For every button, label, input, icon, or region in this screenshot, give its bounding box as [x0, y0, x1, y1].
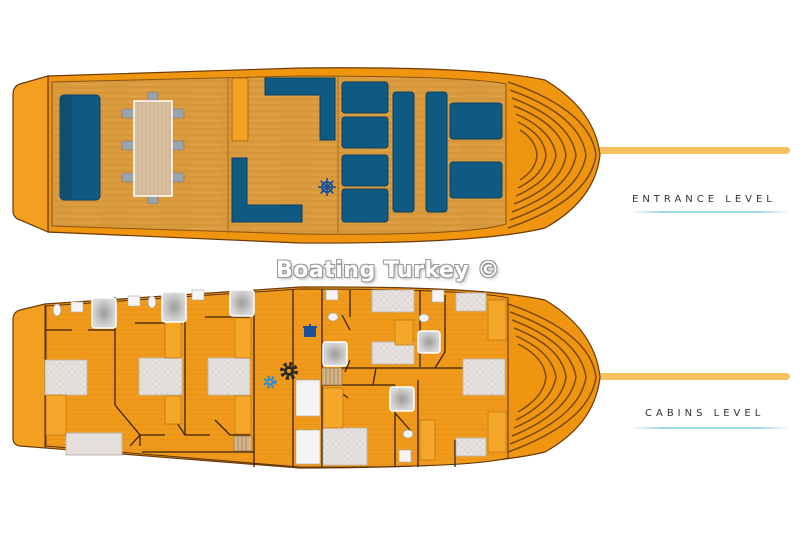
cabins-level-boat: [12, 286, 790, 469]
entrance-level-underline: [630, 211, 790, 213]
bow-teak-deck: [507, 303, 597, 453]
aft-sofa-back: [60, 95, 72, 200]
sun-loungers: [449, 102, 503, 199]
helm-wheel-icon: [318, 178, 336, 196]
entrance-level-boat: [12, 67, 790, 244]
storage-bench: [231, 77, 249, 142]
l-sofa-bottom: [231, 157, 303, 223]
settee: [65, 432, 123, 456]
dining-chairs: [121, 91, 185, 205]
sinks: [70, 289, 445, 465]
cooking-pot-icon: [303, 324, 317, 337]
stairs: [233, 367, 343, 452]
double-beds: [44, 357, 506, 466]
bowsprit: [580, 147, 790, 154]
gear-icon: [263, 375, 277, 389]
stern: [12, 75, 49, 233]
watermark: Boating Turkey ©: [276, 258, 500, 283]
wardrobes: [45, 299, 507, 461]
cabins-level-label: CABINS LEVEL: [645, 408, 765, 419]
bow-teak-deck: [507, 81, 597, 229]
bowsprit: [580, 373, 790, 380]
showers: [91, 289, 441, 412]
gear-icon: [280, 362, 298, 380]
l-sofa-top: [264, 77, 336, 141]
cabins-level-underline: [630, 427, 790, 429]
bunk-beds: [371, 289, 487, 457]
lounge-chairs: [341, 81, 389, 223]
stern: [12, 303, 46, 449]
long-sofas: [392, 91, 448, 213]
toilets: [52, 295, 430, 439]
entrance-level-label: ENTRANCE LEVEL: [632, 194, 776, 205]
dining-table: [133, 100, 173, 197]
